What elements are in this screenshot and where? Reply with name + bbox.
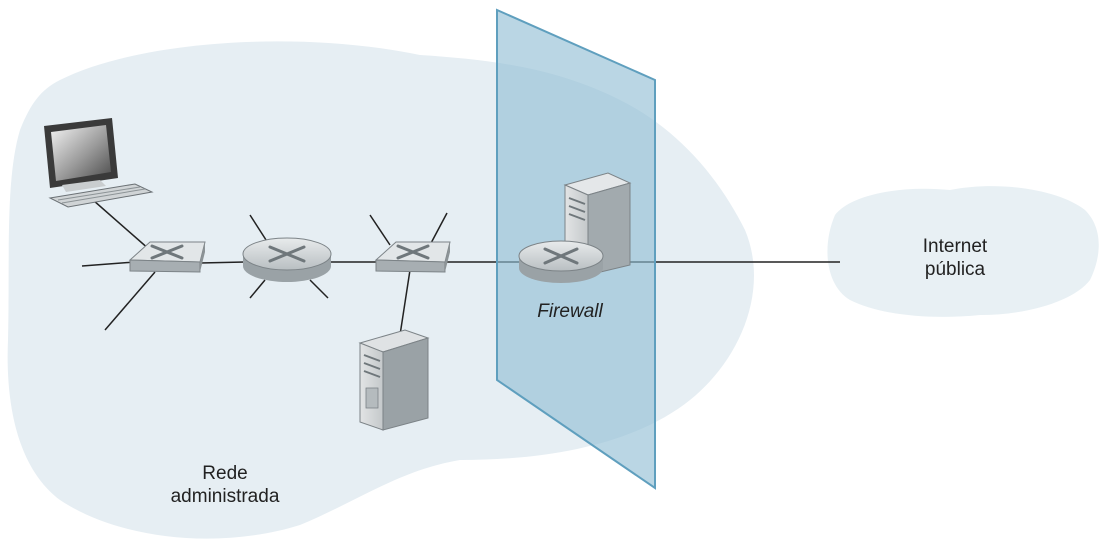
network-links: [81, 192, 840, 336]
switch-icon: [374, 241, 451, 273]
firewall-label: Firewall: [537, 301, 603, 322]
managed-network-label-line2: administrada: [170, 486, 280, 507]
internet-label: Internet pública: [900, 235, 1010, 281]
server-icon: [358, 329, 430, 431]
firewall-router-icon: [518, 240, 604, 283]
managed-network-label: Rede administrada: [130, 462, 320, 508]
internet-label-line2: pública: [924, 259, 986, 280]
switch-icon: [128, 241, 206, 273]
desktop-computer-icon: [44, 118, 154, 208]
router-icon: [242, 237, 332, 282]
managed-network-label-line1: Rede: [202, 463, 248, 484]
internet-label-line1: Internet: [922, 236, 988, 257]
internet-cloud: [827, 186, 1099, 317]
